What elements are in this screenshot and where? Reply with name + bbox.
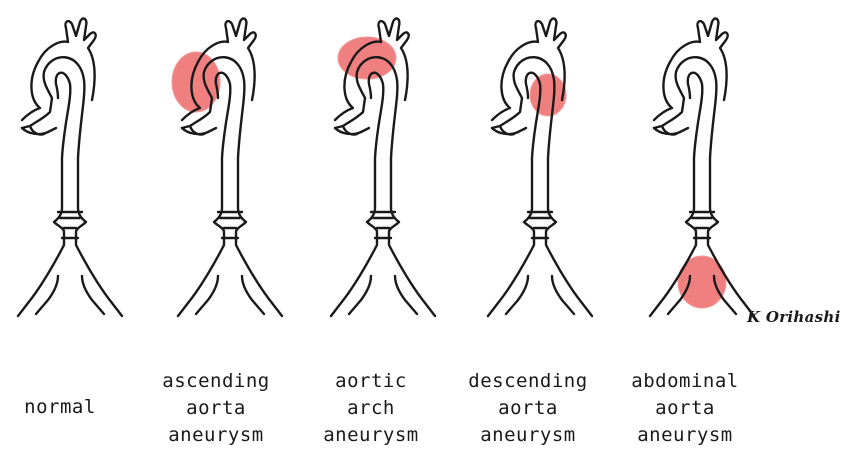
aorta-figure-descending xyxy=(488,19,592,316)
aorta-figure-abdominal xyxy=(650,19,754,316)
aortic-arch-branches xyxy=(654,19,728,120)
caption-ascending-line-2: aorta xyxy=(126,395,306,422)
author-signature: K Orihashi xyxy=(747,308,841,326)
caption-abdominal-line-1: abdominal xyxy=(595,368,775,395)
visceral-branches xyxy=(58,212,82,238)
aorta-figure-ascending xyxy=(172,19,282,316)
visceral-branches xyxy=(371,212,395,238)
visceral-branches xyxy=(218,212,242,238)
caption-ascending-line-1: ascending xyxy=(126,368,306,395)
visceral-branches xyxy=(528,212,552,238)
caption-arch: aortic arch aneurysm xyxy=(281,368,461,449)
aneurysm-descending xyxy=(530,74,566,116)
caption-arch-line-1: aortic xyxy=(281,368,461,395)
caption-descending-line-1: descending xyxy=(438,368,618,395)
visceral-branches xyxy=(690,212,714,238)
caption-arch-line-2: arch xyxy=(281,395,461,422)
caption-abdominal: abdominal aorta aneurysm xyxy=(595,368,775,449)
caption-descending: descending aorta aneurysm xyxy=(438,368,618,449)
aortic-arch-branches xyxy=(22,19,96,120)
caption-abdominal-line-2: aorta xyxy=(595,395,775,422)
caption-descending-line-2: aorta xyxy=(438,395,618,422)
aorta-figure-normal xyxy=(18,19,122,316)
caption-ascending: ascending aorta aneurysm xyxy=(126,368,306,449)
aorta-figure-arch xyxy=(331,19,435,316)
